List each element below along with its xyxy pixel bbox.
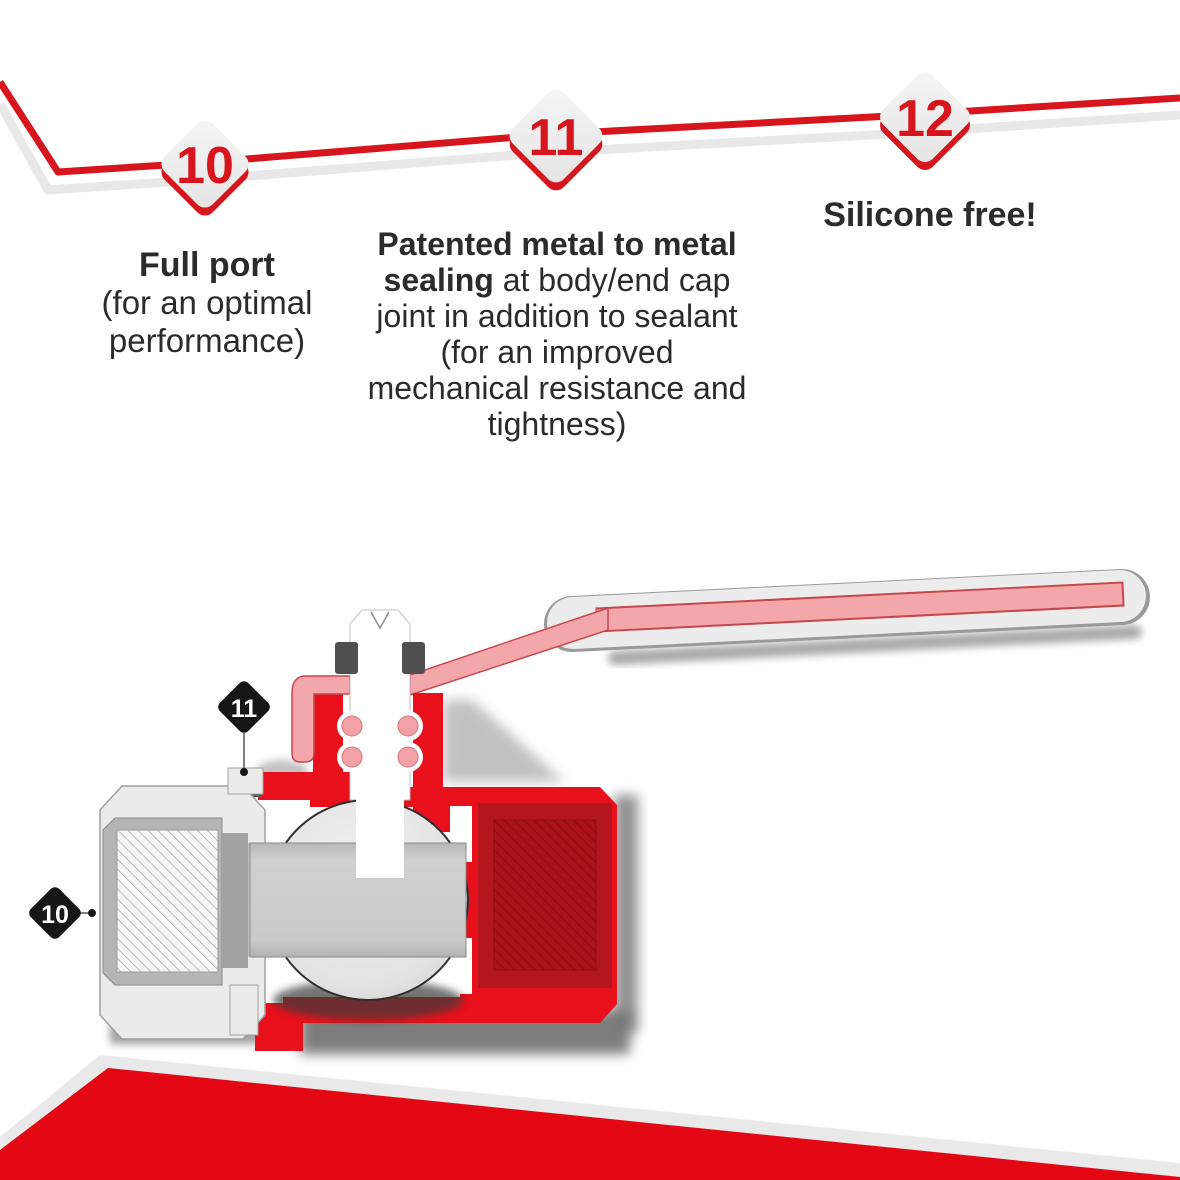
feature-10-rest: (for an optimal performance) bbox=[101, 284, 313, 359]
valve-end-cap bbox=[99, 767, 270, 1040]
callout-number-10: 10 bbox=[41, 901, 69, 929]
valve-thread-right bbox=[478, 803, 612, 988]
bottom-band bbox=[0, 1055, 1180, 1180]
stem-o-rings bbox=[337, 711, 423, 772]
end-cap-thread bbox=[116, 829, 219, 973]
marker-number-11: 11 bbox=[529, 109, 584, 167]
valve-cross-section: 11 10 bbox=[29, 569, 1150, 1054]
marker-number-10: 10 bbox=[176, 137, 234, 195]
feature-text-silicone-free: Silicone free! bbox=[818, 196, 1042, 234]
stem-nut-left bbox=[335, 642, 358, 674]
stem-nut-right bbox=[402, 642, 425, 674]
callout-11: 11 bbox=[218, 681, 270, 776]
feature-11-rest: at body/end cap joint in addition to sea… bbox=[367, 262, 747, 442]
marker-diamond-12: 12 bbox=[880, 72, 970, 170]
feature-12-bold: Silicone free! bbox=[823, 196, 1037, 234]
marker-diamond-10: 10 bbox=[161, 120, 249, 216]
handle-hook-section bbox=[291, 675, 351, 763]
feature-text-metal-sealing: Patented metal to metal sealing at body/… bbox=[366, 226, 748, 442]
callout-number-11: 11 bbox=[231, 695, 258, 723]
stem-slot bbox=[356, 793, 404, 878]
valve-handle bbox=[409, 569, 1150, 697]
callout-10: 10 bbox=[29, 887, 96, 939]
feature-10-bold: Full port bbox=[139, 246, 275, 284]
feature-text-full-port: Full port (for an optimal performance) bbox=[35, 246, 379, 360]
bottom-band-red bbox=[0, 1068, 1180, 1180]
marker-number-12: 12 bbox=[896, 90, 954, 148]
feature-11-bold: Patented metal to metal sealing bbox=[377, 226, 737, 298]
marker-diamond-11: 11 bbox=[509, 89, 603, 191]
timeline: 10 11 12 bbox=[0, 72, 1180, 216]
